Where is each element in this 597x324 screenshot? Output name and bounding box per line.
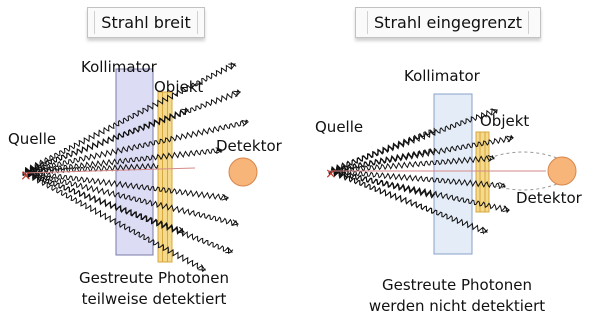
source-mark-icon: × <box>20 168 32 184</box>
diagram-broad-beam: × <box>20 62 258 273</box>
label-detector: Detektor <box>216 137 282 155</box>
source-mark-icon: × <box>325 166 337 182</box>
title-box-narrow: Strahl eingegrenzt <box>355 7 541 38</box>
detector-circle <box>228 157 258 187</box>
photon-paths <box>328 107 515 235</box>
photon-path <box>328 127 435 174</box>
photon-paths <box>22 62 250 273</box>
detector-circle <box>547 156 577 186</box>
label-collimator: Kollimator <box>404 67 480 85</box>
label-object: Objekt <box>154 78 204 96</box>
caption-broad-beam: Gestreute Photonen teilweise detektiert <box>56 268 252 310</box>
title-broad-beam: Strahl breit <box>94 11 198 34</box>
caption-line-1: Gestreute Photonen <box>381 276 533 294</box>
caption-line-2: teilweise detektiert <box>81 290 227 308</box>
title-narrow-beam: Strahl eingegrenzt <box>367 11 529 34</box>
label-source: Quelle <box>315 118 364 136</box>
photon-path <box>328 169 437 214</box>
label-collimator: Kollimator <box>81 58 157 76</box>
photon-path <box>22 107 190 175</box>
caption-line-1: Gestreute Photonen <box>78 269 230 287</box>
photon-path <box>22 170 206 273</box>
photon-path <box>22 62 237 175</box>
dashed-beam-edge <box>488 151 558 159</box>
caption-line-2: werden nicht detektiert <box>368 297 546 315</box>
title-box-broad: Strahl breit <box>87 7 205 38</box>
primary-ray <box>23 167 196 174</box>
object-slab <box>475 131 490 213</box>
dashed-beam-edge <box>488 183 558 191</box>
object-slab <box>157 91 173 263</box>
photon-path <box>22 169 186 235</box>
caption-narrow-beam: Gestreute Photonen werden nicht detektie… <box>357 275 557 317</box>
photon-path <box>328 147 436 175</box>
diagram-narrow-beam: × <box>325 93 577 255</box>
scene-broad-beam: Strahl breit × Kollimator Objekt Quelle … <box>0 0 298 324</box>
collimator-panel <box>433 93 473 255</box>
label-source: Quelle <box>8 130 57 148</box>
label-detector: Detektor <box>516 189 582 207</box>
photon-path <box>328 168 436 199</box>
photon-path <box>22 168 230 202</box>
photon-path <box>22 147 224 176</box>
photon-path <box>22 169 240 227</box>
photon-path <box>328 155 496 175</box>
scene-narrow-beam: Strahl eingegrenzt × Kollimator Objekt Q… <box>299 0 597 324</box>
photon-path <box>22 119 250 176</box>
label-object: Objekt <box>480 112 530 130</box>
